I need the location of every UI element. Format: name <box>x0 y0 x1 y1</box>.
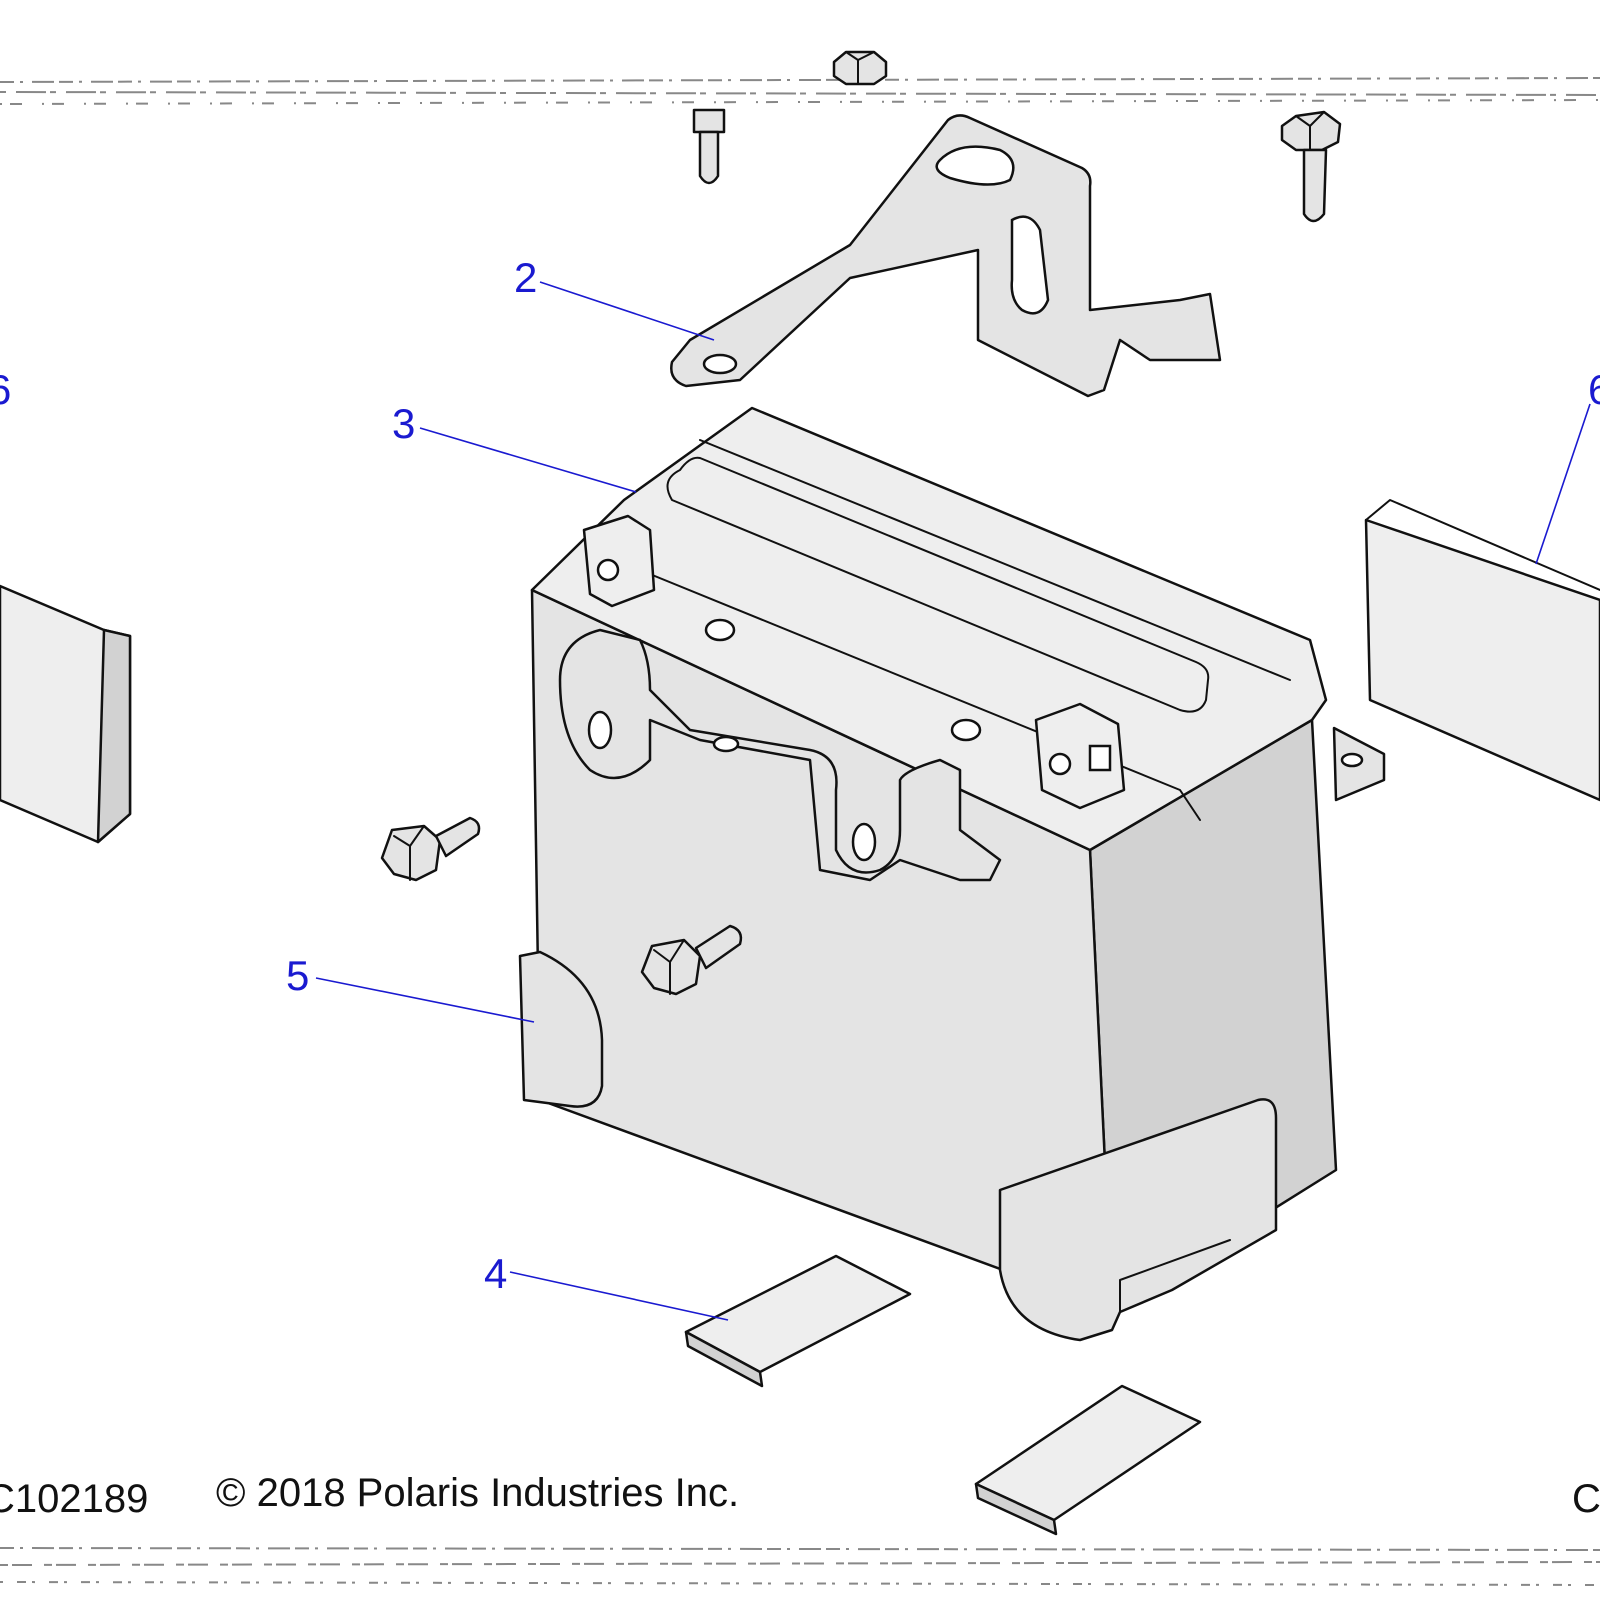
bolt-left-mid <box>380 816 481 882</box>
leader-lines <box>315 281 1591 1321</box>
callout-6-right: 6 <box>1588 366 1600 413</box>
callout-4: 4 <box>484 1250 507 1297</box>
bolt-center-mid <box>640 924 743 996</box>
battery-hold-down-bracket <box>670 114 1222 398</box>
leader-4 <box>509 1271 729 1321</box>
callout-3: 3 <box>392 400 415 447</box>
battery-strap <box>998 1098 1278 1342</box>
scan-noise-top <box>0 77 1600 105</box>
leader-3 <box>419 427 637 493</box>
callout-6-left: 6 <box>0 366 11 413</box>
pad-bottom-left <box>684 1254 912 1388</box>
battery-terminal-negative <box>582 514 656 608</box>
battery-terminal-positive <box>1034 702 1126 810</box>
drawing-number: C102189 <box>0 1477 148 1521</box>
pad-left <box>0 584 132 844</box>
bolt-right-top <box>1280 110 1342 223</box>
battery-box-clip <box>558 628 1002 882</box>
battery-box-clip-lower <box>518 950 604 1108</box>
pad-bottom-right <box>974 1384 1202 1536</box>
callout-2: 2 <box>514 254 537 301</box>
callout-5: 5 <box>286 952 309 999</box>
top-bolt <box>832 50 888 86</box>
copyright-notice: © 2018 Polaris Industries Inc. <box>216 1471 739 1515</box>
leader-2 <box>539 281 715 341</box>
scan-noise-bottom <box>0 1547 1600 1586</box>
leader-5 <box>315 977 535 1023</box>
battery-box-tab <box>1332 726 1386 802</box>
drawing-number-right-fragment: C <box>1572 1477 1600 1521</box>
bolt-left-top <box>692 108 726 185</box>
leader-6-right <box>1535 403 1591 565</box>
pad-right <box>1364 499 1600 802</box>
